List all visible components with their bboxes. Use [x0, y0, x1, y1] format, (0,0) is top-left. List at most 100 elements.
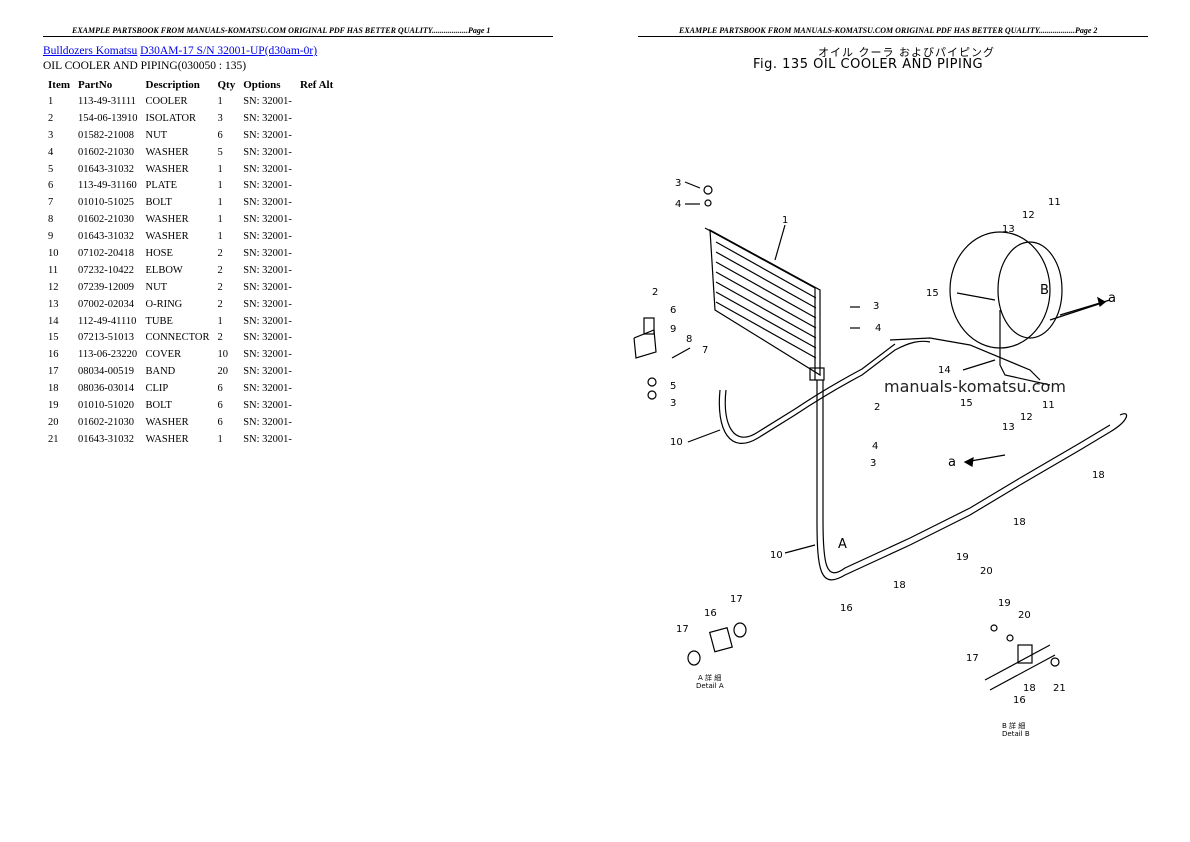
callout-15: 15 [926, 288, 939, 299]
cell-qty: 2 [217, 298, 223, 310]
cell-refalt [296, 245, 337, 262]
cell-partno: 07002-02034 [78, 298, 134, 310]
callout-2b: 2 [874, 402, 880, 413]
cell-description: WASHER [145, 416, 189, 428]
cell-description: TUBE [145, 315, 173, 327]
callout-16: 16 [840, 603, 853, 614]
callout-18b: 18 [1013, 517, 1026, 528]
cell-item: 13 [48, 298, 59, 310]
cell-item: 1 [48, 95, 54, 107]
cell-item: 15 [48, 332, 59, 344]
cell-refalt [296, 228, 337, 245]
cell-description: PLATE [145, 180, 178, 192]
cell-description: COOLER [145, 95, 188, 107]
isolator-stack-upper [633, 185, 713, 400]
cell-refalt [296, 363, 337, 380]
cell-description: NUT [145, 281, 168, 293]
callout-11: 11 [1048, 197, 1061, 208]
cell-description: BOLT [145, 197, 172, 209]
callout-10b: 10 [770, 550, 783, 561]
cell-partno: 112-49-41110 [78, 315, 137, 327]
cell-options: SN: 32001- [243, 332, 292, 344]
parts-table-header-row: Item PartNo Description Qty Options Ref … [44, 76, 337, 93]
cell-item: 17 [48, 366, 59, 378]
cell-qty: 2 [217, 247, 223, 259]
cell-qty: 20 [217, 366, 228, 378]
cell-description: CONNECTOR [145, 332, 210, 344]
cell-qty: 6 [217, 383, 223, 395]
callout-17: 17 [676, 624, 689, 635]
breadcrumb-link-model[interactable]: D30AM-17 S/N 32001-UP(d30am-0r) [140, 45, 318, 57]
callout-10: 10 [670, 437, 683, 448]
callout-21: 21 [1053, 683, 1066, 694]
callout-19: 19 [956, 552, 969, 563]
cell-partno: 113-06-23220 [78, 349, 138, 361]
callout-15b: 15 [960, 398, 973, 409]
cell-refalt [296, 414, 337, 431]
cell-partno: 08034-00519 [78, 366, 134, 378]
cell-qty: 1 [217, 433, 223, 445]
callout-B: B [1040, 283, 1049, 298]
cell-description: ISOLATOR [145, 112, 197, 124]
callout-17c: 17 [966, 653, 979, 664]
cell-qty: 3 [217, 112, 223, 124]
cell-item: 16 [48, 349, 59, 361]
cell-partno: 01010-51025 [78, 197, 134, 209]
page1-header: EXAMPLE PARTSBOOK FROM MANUALS-KOMATSU.C… [72, 26, 491, 35]
cell-description: COVER [145, 349, 182, 361]
cell-item: 8 [48, 214, 54, 226]
cell-item: 9 [48, 231, 54, 243]
cell-item: 5 [48, 163, 54, 175]
detail-a [687, 622, 747, 666]
figure-title-japanese: オイル クーラ およびパイピング [818, 46, 995, 59]
cell-partno: 08036-03014 [78, 383, 134, 395]
cell-options: SN: 32001- [243, 214, 292, 226]
cell-options: SN: 32001- [243, 264, 292, 276]
cell-refalt [296, 127, 337, 144]
cell-refalt [296, 177, 337, 194]
cell-partno: 01602-21030 [78, 146, 134, 158]
cell-description: WASHER [145, 231, 189, 243]
cell-refalt [296, 262, 337, 279]
callout-9: 9 [670, 324, 676, 335]
cell-qty: 1 [217, 315, 223, 327]
cell-partno: 01643-31032 [78, 433, 134, 445]
cell-item: 7 [48, 197, 54, 209]
cell-qty: 1 [217, 163, 223, 175]
cell-options: SN: 32001- [243, 433, 292, 445]
cell-item: 14 [48, 315, 59, 327]
cell-description: CLIP [145, 383, 169, 395]
cell-qty: 1 [217, 180, 223, 192]
cell-refalt [296, 397, 337, 414]
cell-item: 3 [48, 129, 54, 141]
cell-partno: 01643-31032 [78, 163, 134, 175]
cell-options: SN: 32001- [243, 349, 292, 361]
callout-16c: 16 [1013, 695, 1026, 706]
callout-3b: 3 [873, 301, 879, 312]
breadcrumb-link-category[interactable]: Bulldozers Komatsu [43, 45, 138, 57]
cell-options: SN: 32001- [243, 163, 292, 175]
cell-item: 20 [48, 416, 59, 428]
cell-partno: 01582-21008 [78, 129, 134, 141]
cell-refalt [296, 194, 337, 211]
col-header-options: Options [243, 78, 281, 91]
cell-partno: 01602-21030 [78, 416, 134, 428]
watermark: manuals-komatsu.com [884, 377, 1066, 396]
cell-description: WASHER [145, 433, 189, 445]
callout-5: 5 [670, 381, 676, 392]
cell-refalt [296, 329, 337, 346]
callout-17b: 17 [730, 594, 743, 605]
cell-item: 18 [48, 383, 59, 395]
callout-19b: 19 [998, 598, 1011, 609]
callout-3: 3 [675, 178, 681, 189]
col-header-refalt: Ref Alt [299, 78, 334, 91]
